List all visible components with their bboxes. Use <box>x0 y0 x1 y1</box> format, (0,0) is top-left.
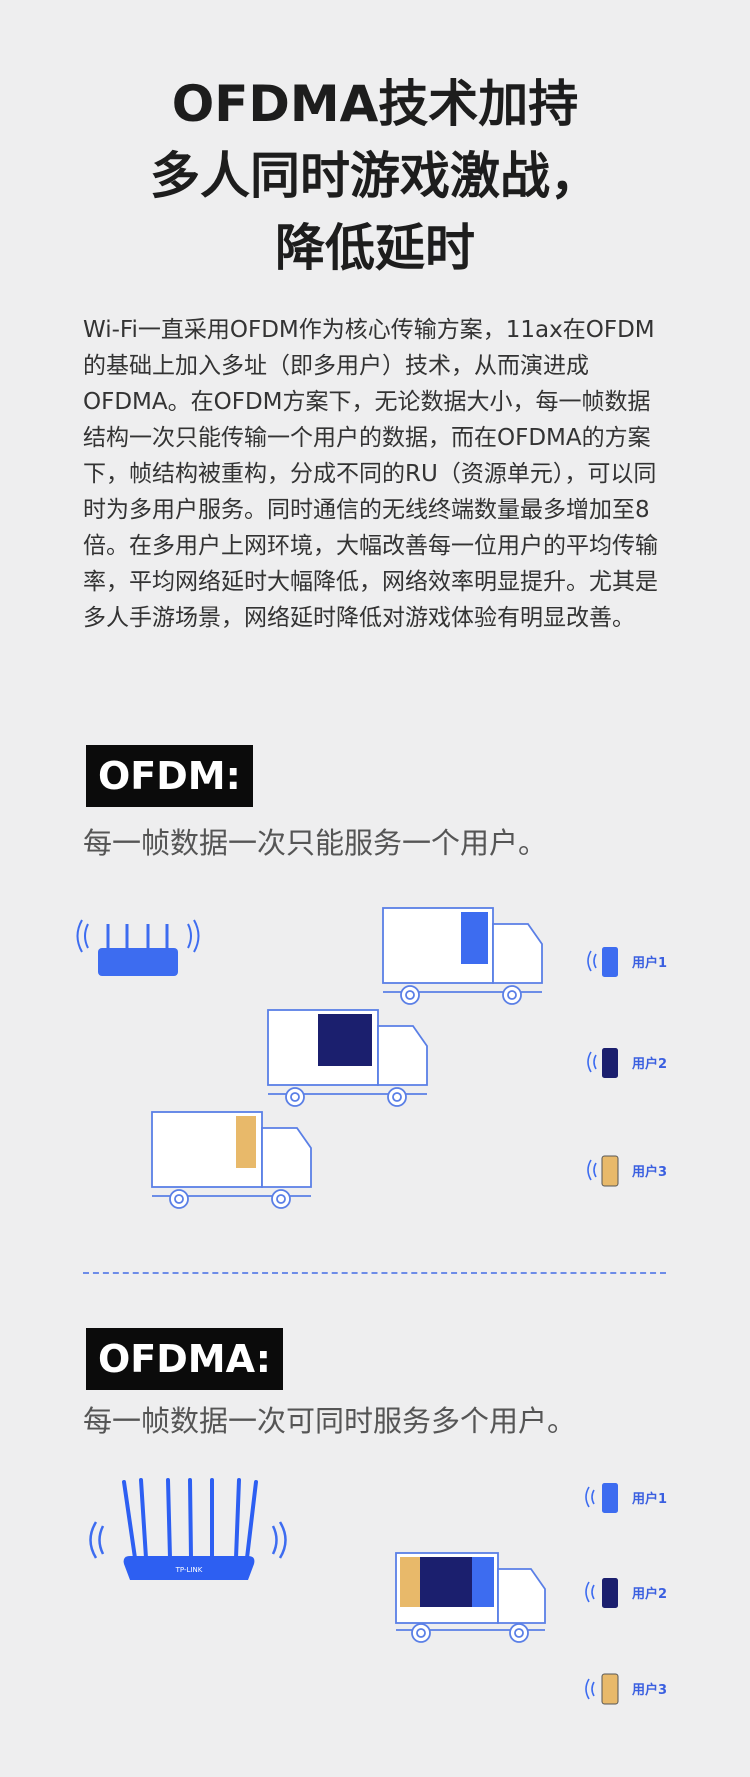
data-frame-user2 <box>318 1014 372 1066</box>
truck-2 <box>267 1009 428 1107</box>
data-frame-user3 <box>236 1116 256 1168</box>
router-body <box>98 948 178 976</box>
title-line-2: 多人同时游戏激战， <box>150 147 600 205</box>
user2-phone: 用户2 <box>587 1048 667 1078</box>
user3-phone: 用户3 <box>585 1673 667 1705</box>
user1-label: 用户1 <box>631 955 667 971</box>
wifi-icon <box>587 1051 597 1073</box>
page-title: OFDMA技术加持 多人同时游戏激战， 降低延时 <box>0 68 750 284</box>
router-body <box>123 1556 255 1580</box>
wifi-left-icon <box>89 1521 105 1559</box>
phone-icon <box>602 947 618 977</box>
user3-label: 用户3 <box>631 1682 667 1698</box>
section-divider <box>83 1272 666 1274</box>
router-icon: TP-LINK <box>89 1478 287 1580</box>
data-frame-user1 <box>461 912 488 964</box>
data-frame-user3 <box>400 1557 420 1607</box>
router-antennas <box>106 924 169 948</box>
wifi-icon <box>587 950 597 972</box>
user3-phone: 用户3 <box>587 1155 667 1187</box>
router-logo: TP-LINK <box>175 1566 203 1574</box>
user1-phone: 用户1 <box>587 947 667 977</box>
wifi-icon <box>585 1678 595 1700</box>
ofdm-diagram: 用户1 用户2 用户3 <box>76 907 667 1209</box>
data-frame-user1 <box>472 1557 494 1607</box>
ofdm-subtitle: 每一帧数据一次只能服务一个用户。 <box>83 826 548 860</box>
phone-icon <box>601 1673 619 1705</box>
title-line-1: OFDMA技术加持 <box>171 75 579 133</box>
ofdma-subtitle: 每一帧数据一次可同时服务多个用户。 <box>83 1404 577 1438</box>
phone-icon <box>602 1048 618 1078</box>
truck-1 <box>382 907 543 1005</box>
truck-3 <box>151 1111 312 1209</box>
phone-icon <box>601 1155 619 1187</box>
ofdma-tag: OFDMA: <box>86 1328 283 1390</box>
wifi-icon <box>585 1486 595 1508</box>
user1-phone: 用户1 <box>585 1483 667 1513</box>
ofdma-diagram: TP-LINK 用户1 用户2 用户3 <box>89 1478 667 1705</box>
wifi-icon <box>587 1159 597 1181</box>
data-frame-user2 <box>420 1557 472 1607</box>
user2-label: 用户2 <box>631 1056 667 1072</box>
wifi-icon <box>585 1581 595 1603</box>
ofdm-tag: OFDM: <box>86 745 253 807</box>
router-icon <box>76 919 200 976</box>
wifi-left-icon <box>76 919 89 953</box>
truck-multi-user <box>395 1552 546 1643</box>
phone-icon <box>602 1483 618 1513</box>
router-antennas <box>122 1478 258 1560</box>
user2-label: 用户2 <box>631 1586 667 1602</box>
user2-phone: 用户2 <box>585 1578 667 1608</box>
title-line-3: 降低延时 <box>275 219 475 277</box>
intro-paragraph: Wi-Fi一直采用OFDM作为核心传输方案，11ax在OFDM的基础上加入多址（… <box>83 317 658 631</box>
wifi-right-icon <box>271 1521 287 1559</box>
user1-label: 用户1 <box>631 1491 667 1507</box>
wifi-right-icon <box>187 919 200 953</box>
phone-icon <box>602 1578 618 1608</box>
user3-label: 用户3 <box>631 1164 667 1180</box>
